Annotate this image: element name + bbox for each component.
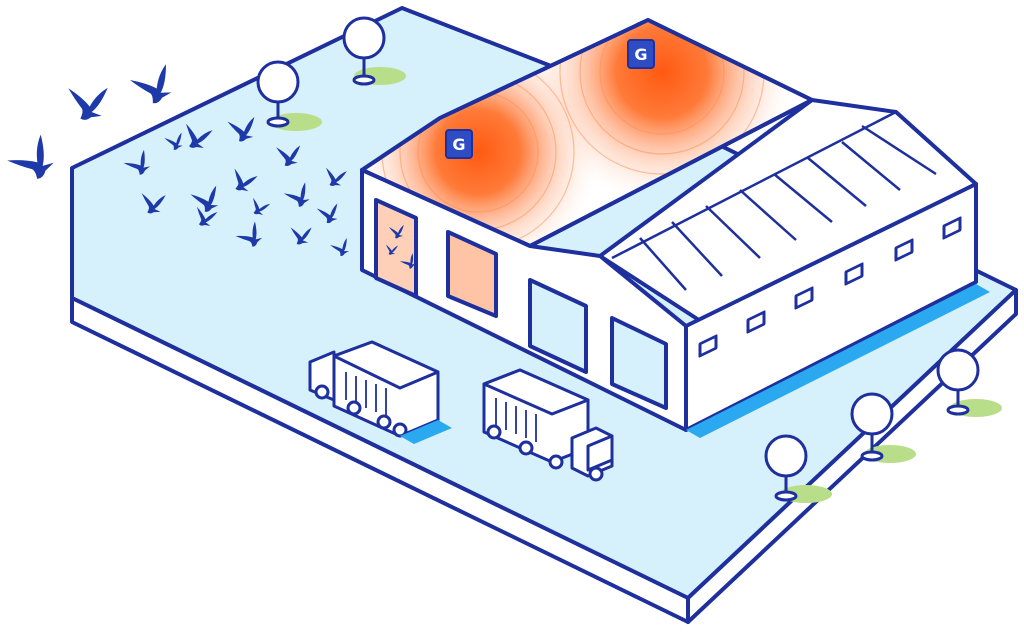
- signal-glow-2: [532, 20, 792, 202]
- side-windows: [698, 216, 962, 358]
- roof-panel-lines: [611, 110, 937, 291]
- bird: [234, 168, 258, 192]
- bird: [235, 221, 263, 247]
- trees: [256, 16, 1002, 503]
- tree-5: [764, 434, 832, 503]
- bird: [227, 117, 255, 142]
- bird: [316, 203, 338, 224]
- device-badge-letter-1: G: [452, 135, 465, 154]
- device-badge-letter-2: G: [634, 45, 647, 64]
- truck-1: [308, 340, 452, 444]
- tree-1: [342, 16, 406, 86]
- bird: [399, 253, 417, 269]
- truck-2: [482, 368, 614, 482]
- tree-2: [256, 60, 322, 131]
- bird: [330, 238, 350, 256]
- bird: [196, 206, 218, 226]
- loading-door-2: [446, 230, 498, 318]
- warehouse-front-wall: [360, 168, 688, 432]
- loading-door-3: [528, 278, 588, 374]
- bird: [283, 182, 310, 207]
- bird: [68, 87, 108, 120]
- bird: [253, 197, 271, 216]
- deterrent-device-2: G: [627, 39, 655, 69]
- bird: [7, 134, 54, 179]
- bird: [186, 123, 213, 148]
- bird: [290, 227, 312, 245]
- tree-3: [936, 348, 1002, 417]
- warehouse-base-shadow: [686, 284, 990, 438]
- deterrent-device-1: G: [445, 129, 473, 159]
- bird: [129, 64, 172, 104]
- bird: [190, 185, 219, 212]
- bird: [388, 224, 404, 239]
- bird: [325, 167, 347, 186]
- bird: [141, 193, 166, 214]
- tree-4: [850, 392, 916, 463]
- bird: [164, 132, 183, 150]
- bird: [385, 244, 398, 255]
- loading-door-4: [610, 316, 668, 410]
- slab-right-side: [686, 288, 1018, 624]
- bird: [276, 145, 301, 166]
- bird-flock: [7, 64, 417, 269]
- bird: [123, 149, 150, 175]
